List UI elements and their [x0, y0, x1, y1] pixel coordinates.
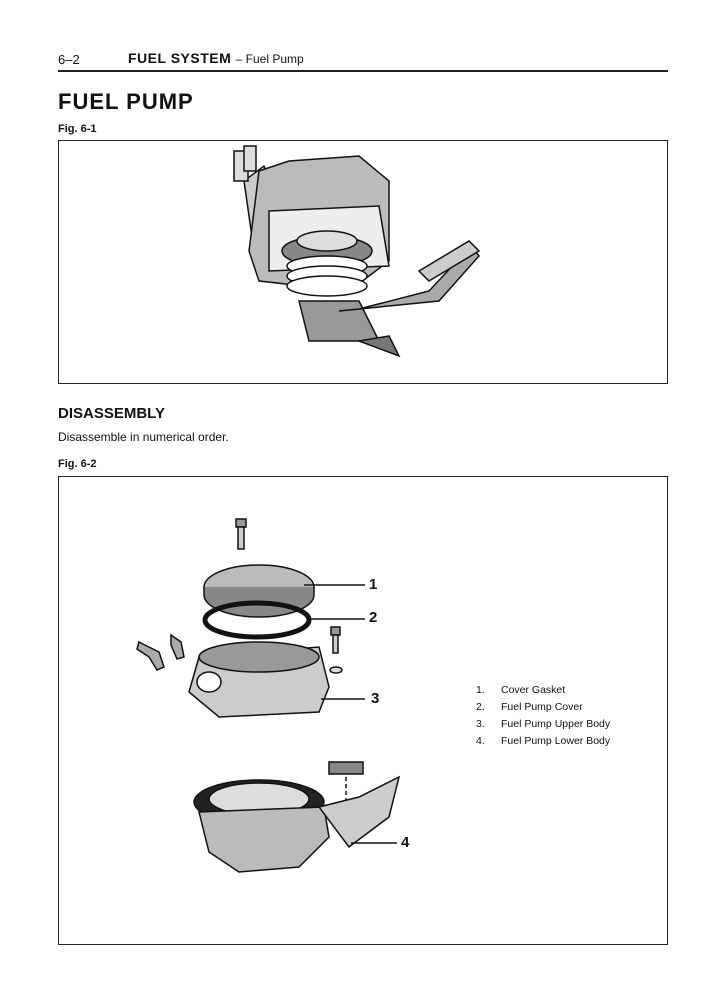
- callout-2: 2: [369, 609, 378, 626]
- fuel-pump-exploded-view: [136, 518, 401, 873]
- callout-1: 1: [369, 576, 378, 593]
- callout-4: 4: [401, 834, 410, 851]
- legend-item: 1.Cover Gasket: [476, 684, 566, 696]
- figure-2-label: Fig. 6-2: [58, 458, 97, 470]
- disassembly-instructions: Disassemble in numerical order.: [58, 430, 229, 444]
- section-header: FUEL SYSTEM – Fuel Pump: [128, 50, 304, 66]
- callout-3: 3: [371, 690, 380, 707]
- section-title: FUEL SYSTEM: [128, 50, 232, 66]
- legend-item: 4.Fuel Pump Lower Body: [476, 735, 611, 747]
- disassembly-heading: DISASSEMBLY: [58, 405, 165, 422]
- subsection-title: – Fuel Pump: [235, 52, 304, 66]
- page-number: 6–2: [58, 52, 80, 67]
- figure-1: [58, 140, 668, 384]
- header-rule: [58, 70, 668, 72]
- legend-item: 2.Fuel Pump Cover: [476, 701, 583, 713]
- parts-legend: 1.Cover Gasket 2.Fuel Pump Cover 3.Fuel …: [476, 684, 610, 752]
- fuel-pump-cutaway-illustration: [233, 145, 481, 358]
- page-title: FUEL PUMP: [58, 89, 194, 114]
- figure-1-label: Fig. 6-1: [58, 123, 97, 135]
- figure-2: 1 2 3 4: [58, 476, 668, 945]
- legend-item: 3.Fuel Pump Upper Body: [476, 718, 611, 730]
